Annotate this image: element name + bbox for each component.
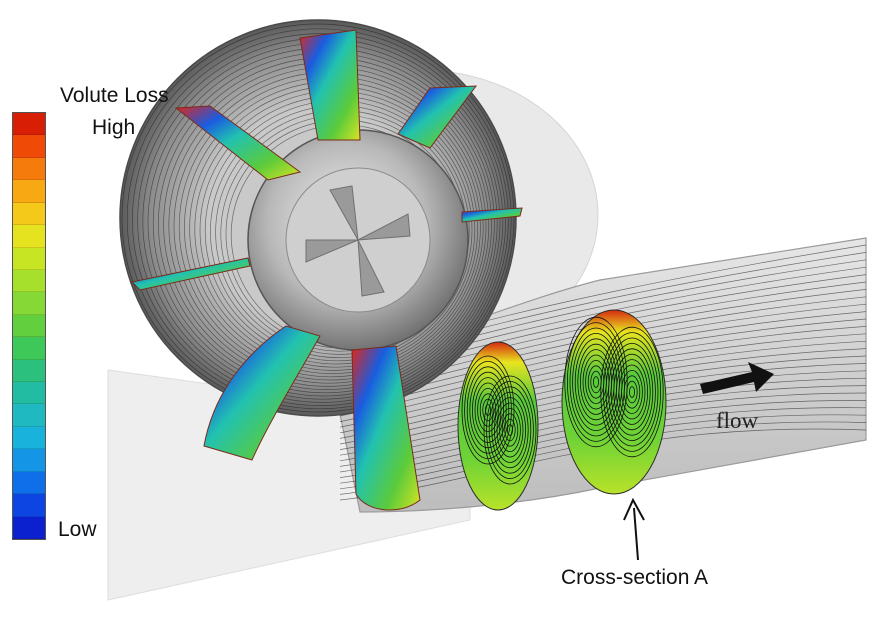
colorbar-segment (13, 449, 45, 472)
cross-section-pointer-head (623, 497, 645, 521)
colorbar-segment (13, 225, 45, 248)
legend-title-line1: Volute Loss (60, 84, 169, 107)
vortex-ring (477, 387, 499, 432)
vortex-ring (618, 364, 646, 420)
colorbar-segment (13, 359, 45, 383)
colorbar-segment (13, 314, 45, 338)
colorbar-segment (13, 202, 45, 226)
ring-streamline (126, 28, 512, 410)
colorbar-segment (13, 247, 45, 270)
colorbar-segment (13, 135, 45, 158)
colorbar-segment (13, 292, 45, 315)
colorbar-segment (13, 382, 45, 405)
ring-streamline (132, 33, 509, 406)
vortex-ring (496, 402, 524, 458)
vortex-ring (616, 359, 649, 425)
vortex-ring (479, 393, 497, 427)
vortex-ring (567, 322, 626, 442)
vortex-ring (501, 413, 519, 447)
vortex-ring (608, 342, 656, 441)
vortex-ring (504, 418, 516, 442)
vortex-ring (593, 376, 600, 388)
pipe-section-1 (457, 341, 539, 511)
vortex-ring (488, 386, 532, 474)
cross-section-label: Cross-section A (561, 566, 709, 589)
vortex-ring (506, 424, 513, 436)
vortex-ring (613, 353, 651, 431)
ring-streamline (121, 23, 515, 413)
vortex-ring (600, 326, 664, 458)
flow-label: flow (716, 408, 759, 433)
colorbar-segment (13, 269, 45, 293)
colorbar-segment (13, 471, 45, 495)
vortex-ring (486, 380, 534, 479)
vortex-ring (603, 332, 662, 452)
colorbar-segment (13, 113, 45, 136)
vortex-ring (471, 377, 504, 443)
legend-high-label: High (92, 116, 136, 139)
colorbar-segment (13, 426, 45, 450)
colorbar-segment (13, 516, 45, 540)
vortex-ring (564, 316, 628, 448)
vortex-ring (621, 369, 643, 414)
colorbar-segment (13, 157, 45, 181)
legend-low-label: Low (58, 518, 97, 541)
vortex-ring (483, 375, 537, 485)
vortex-ring (569, 327, 623, 437)
vortex-ring (623, 375, 641, 409)
flow-arrow (700, 362, 774, 394)
vortex-ring (605, 337, 659, 447)
vortex-ring (466, 366, 510, 454)
vortex-ring (629, 386, 636, 398)
colorbar-segment (13, 404, 45, 427)
impeller-blades (305, 185, 411, 297)
loss-colorbar (12, 112, 46, 540)
loss-contour-slices (130, 29, 523, 511)
vortex-ring (493, 397, 526, 463)
vortex-ring (572, 332, 620, 431)
vortex-ring (491, 391, 529, 469)
cross-section-pointer (633, 507, 639, 561)
vortex-ring (482, 398, 494, 422)
colorbar-segment (13, 494, 45, 517)
section-vortices (461, 316, 664, 485)
vortex-ring (610, 348, 654, 436)
colorbar-segment (13, 337, 45, 360)
colorbar-segment (13, 180, 45, 203)
vortex-ring (626, 380, 638, 404)
vortex-ring (499, 407, 521, 452)
